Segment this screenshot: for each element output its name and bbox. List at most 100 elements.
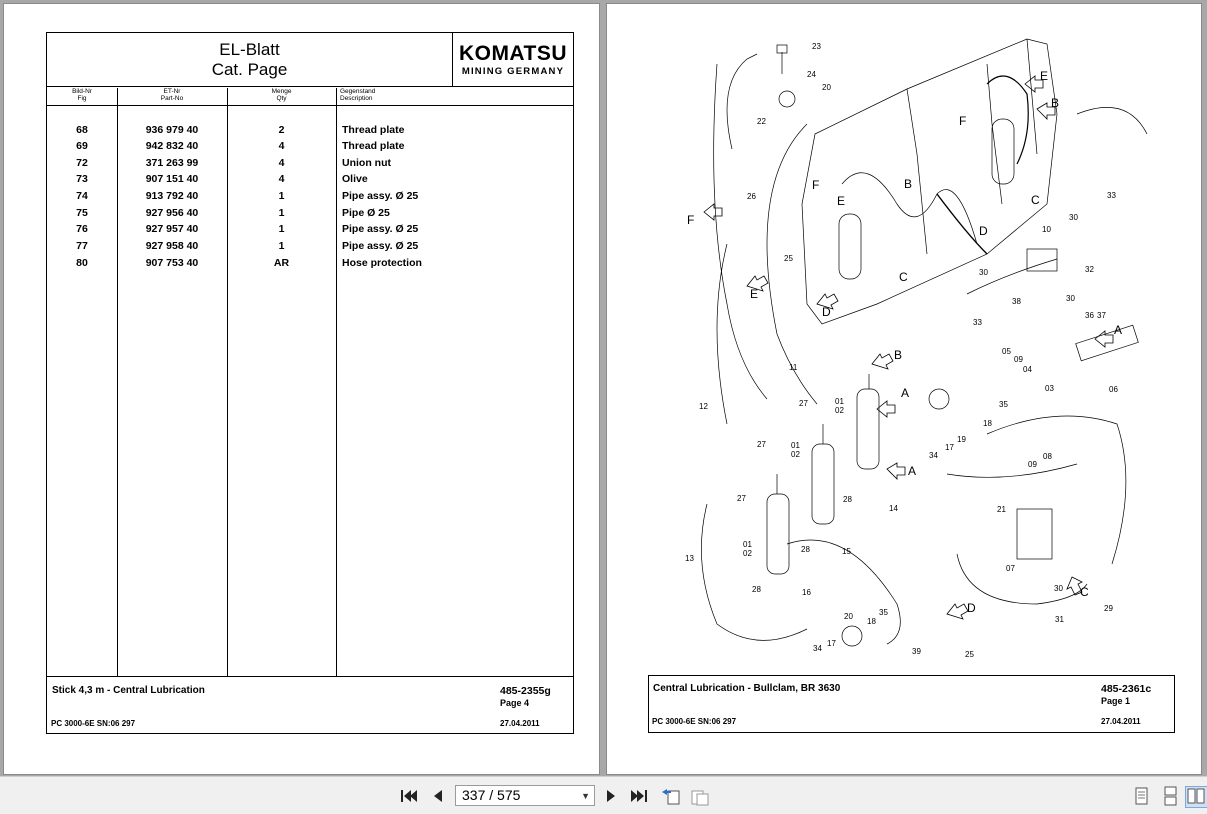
svg-text:39: 39: [912, 647, 921, 656]
svg-text:14: 14: [889, 504, 898, 513]
two-page-view-icon[interactable]: [1185, 786, 1207, 808]
last-page-icon[interactable]: [628, 786, 650, 806]
part-cell: 913 792 40: [145, 190, 199, 202]
svg-text:04: 04: [1023, 365, 1032, 374]
svg-text:30: 30: [979, 268, 988, 277]
part-cell: 927 956 40: [145, 207, 199, 219]
svg-text:C: C: [1080, 585, 1089, 599]
desc-cell: Hose protection: [342, 257, 422, 269]
right-page-footer: Central Lubrication - Bullclam, BR 3630 …: [648, 675, 1175, 733]
fig-cell: 75: [76, 207, 88, 219]
table-row: 73 907 151 40 4 Olive: [47, 173, 573, 189]
first-page-icon[interactable]: [398, 786, 420, 806]
desc-cell: Thread plate: [342, 124, 405, 136]
table-row: 77 927 958 40 1 Pipe assy. Ø 25: [47, 240, 573, 256]
column-header-qty-en: Qty: [276, 95, 287, 102]
svg-text:01: 01: [835, 397, 844, 406]
column-header-part-en: Part-No: [160, 95, 184, 102]
svg-text:D: D: [979, 224, 988, 238]
footer-title: Stick 4,3 m - Central Lubrication: [52, 685, 205, 696]
svg-text:01: 01: [743, 540, 752, 549]
logo-subtitle: MINING GERMANY: [461, 66, 565, 77]
table-row: 68 936 979 40 2 Thread plate: [47, 124, 573, 140]
fig-cell: 74: [76, 190, 88, 202]
table-row: 72 371 263 99 4 Union nut: [47, 157, 573, 173]
svg-text:D: D: [822, 305, 831, 319]
svg-text:E: E: [750, 287, 758, 301]
svg-text:02: 02: [835, 406, 844, 415]
previous-page-icon[interactable]: [427, 786, 449, 806]
svg-text:E: E: [837, 194, 845, 208]
svg-text:F: F: [812, 178, 819, 192]
column-header-desc-en: Description: [340, 95, 373, 102]
column-header-fig: Bild-Nr Fig: [47, 88, 117, 104]
table-row: 69 942 832 40 4 Thread plate: [47, 140, 573, 156]
qty-cell: AR: [273, 257, 290, 269]
svg-text:15: 15: [842, 547, 851, 556]
title-box: EL-Blatt Cat. Page: [47, 33, 453, 86]
svg-text:34: 34: [929, 451, 938, 460]
page-number-select[interactable]: 337 / 575 ▼: [455, 785, 595, 806]
column-header-divider: [47, 105, 573, 106]
part-cell: 907 151 40: [145, 173, 199, 185]
svg-text:A: A: [908, 464, 916, 478]
svg-text:37: 37: [1097, 311, 1106, 320]
svg-text:19: 19: [957, 435, 966, 444]
callout-labels: 23 24 20 22 26 25 11 12 27 27 27 13 01 0…: [685, 42, 1118, 659]
svg-text:34: 34: [813, 644, 822, 653]
chevron-down-icon: ▼: [581, 791, 590, 801]
footer-title: Central Lubrication - Bullclam, BR 3630: [653, 683, 841, 694]
qty-cell: 2: [278, 124, 285, 136]
footer-date: 27.04.2011: [500, 719, 540, 728]
svg-text:08: 08: [1043, 452, 1052, 461]
svg-text:27: 27: [757, 440, 766, 449]
svg-text:36: 36: [1085, 311, 1094, 320]
desc-cell: Pipe Ø 25: [342, 207, 390, 219]
qty-cell: 4: [278, 173, 285, 185]
document-viewer[interactable]: EL-Blatt Cat. Page KOMATSU MINING GERMAN…: [0, 0, 1207, 776]
single-page-view-icon[interactable]: [1130, 786, 1152, 806]
view-letters: F E D F E B C D F E B C A B A A C D: [687, 69, 1122, 615]
svg-text:25: 25: [784, 254, 793, 263]
footer-page-number: Page 4: [500, 698, 530, 708]
qty-cell: 1: [278, 240, 285, 252]
svg-text:03: 03: [1045, 384, 1054, 393]
next-page-icon[interactable]: [600, 786, 622, 806]
column-header-fig-de: Bild-Nr: [72, 88, 92, 95]
table-row: 75 927 956 40 1 Pipe Ø 25: [47, 207, 573, 223]
svg-text:E: E: [1040, 69, 1048, 83]
fig-cell: 69: [76, 140, 88, 152]
svg-text:38: 38: [1012, 297, 1021, 306]
svg-text:25: 25: [965, 650, 974, 659]
fig-cell: 68: [76, 124, 88, 136]
column-divider: [336, 88, 337, 676]
svg-text:29: 29: [1104, 604, 1113, 613]
exploded-parts-drawing: 23 24 20 22 26 25 11 12 27 27 27 13 01 0…: [685, 38, 1148, 659]
svg-text:27: 27: [799, 399, 808, 408]
back-view-icon[interactable]: [660, 786, 682, 806]
svg-text:27: 27: [737, 494, 746, 503]
desc-cell: Thread plate: [342, 140, 405, 152]
svg-text:12: 12: [699, 402, 708, 411]
svg-text:32: 32: [1085, 265, 1094, 274]
continuous-view-icon[interactable]: [1159, 786, 1181, 806]
svg-text:05: 05: [1002, 347, 1011, 356]
qty-cell: 4: [278, 140, 285, 152]
footer-page-number: Page 1: [1101, 696, 1131, 706]
footer-date: 27.04.2011: [1101, 717, 1141, 726]
logo-word: KOMATSU: [458, 42, 568, 65]
svg-text:17: 17: [827, 639, 836, 648]
column-header-part-de: ET-Nr: [163, 88, 181, 95]
svg-text:11: 11: [789, 363, 798, 372]
svg-text:20: 20: [822, 83, 831, 92]
fig-cell: 77: [76, 240, 88, 252]
part-cell: 927 957 40: [145, 223, 199, 235]
svg-text:28: 28: [752, 585, 761, 594]
part-cell: 936 979 40: [145, 124, 199, 136]
svg-text:30: 30: [1066, 294, 1075, 303]
forward-view-icon[interactable]: [689, 786, 711, 806]
svg-text:17: 17: [945, 443, 954, 452]
svg-text:24: 24: [807, 70, 816, 79]
part-cell: 942 832 40: [145, 140, 199, 152]
svg-text:B: B: [1051, 96, 1059, 110]
